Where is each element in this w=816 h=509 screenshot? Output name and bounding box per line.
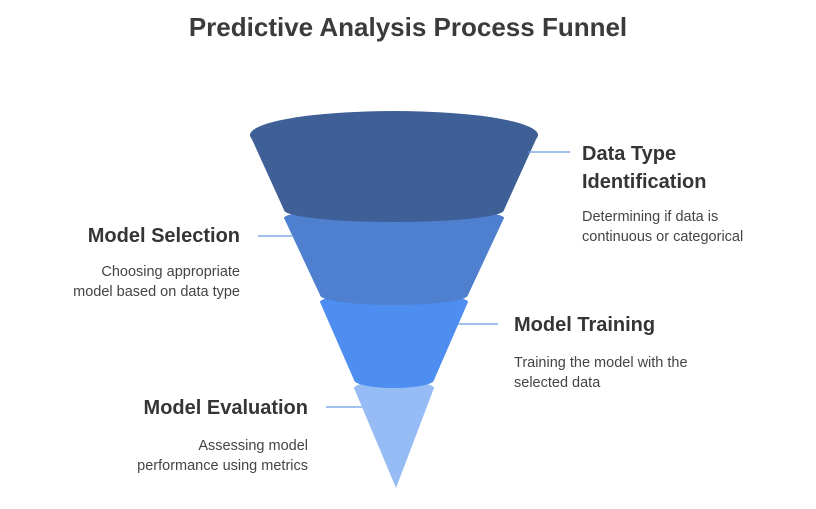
stage-title-line: Data Type — [582, 143, 677, 165]
stage-title-model-evaluation: Model Evaluation — [143, 397, 308, 419]
stage-desc-line: continuous or categorical — [582, 229, 744, 245]
stage-title-model-selection: Model Selection — [87, 225, 240, 247]
stage-desc-data-type-identification: Determining if data is continuous or cat… — [582, 207, 743, 247]
funnel-stage-data-type-identification-top — [250, 111, 538, 159]
page-title: Predictive Analysis Process Funnel — [188, 12, 628, 42]
funnel-stage-data-type-identification — [250, 135, 538, 222]
stage-desc-line: Determining if data is — [582, 209, 719, 225]
stage-title-data-type-identification: Data Type Identification — [582, 140, 706, 196]
funnel-stage-model-selection — [284, 218, 504, 305]
stage-desc-line: Choosing appropriate — [101, 264, 240, 280]
stage-title-model-training: Model Training — [514, 314, 656, 336]
stage-desc-line: Training the model with the — [514, 355, 688, 371]
funnel-stage-model-training — [320, 302, 468, 388]
stage-desc-line: model based on data type — [73, 284, 240, 300]
funnel-stage-model-evaluation — [354, 388, 434, 488]
stage-desc-line: performance using metrics — [137, 458, 308, 474]
stage-desc-line: Assessing model — [198, 438, 308, 454]
stage-desc-model-training: Training the model with the selected dat… — [514, 353, 688, 393]
stage-desc-line: selected data — [514, 375, 601, 391]
stage-desc-model-evaluation: Assessing model performance using metric… — [137, 436, 308, 476]
stage-title-line: Identification — [582, 171, 707, 193]
stage-desc-model-selection: Choosing appropriate model based on data… — [73, 262, 240, 302]
